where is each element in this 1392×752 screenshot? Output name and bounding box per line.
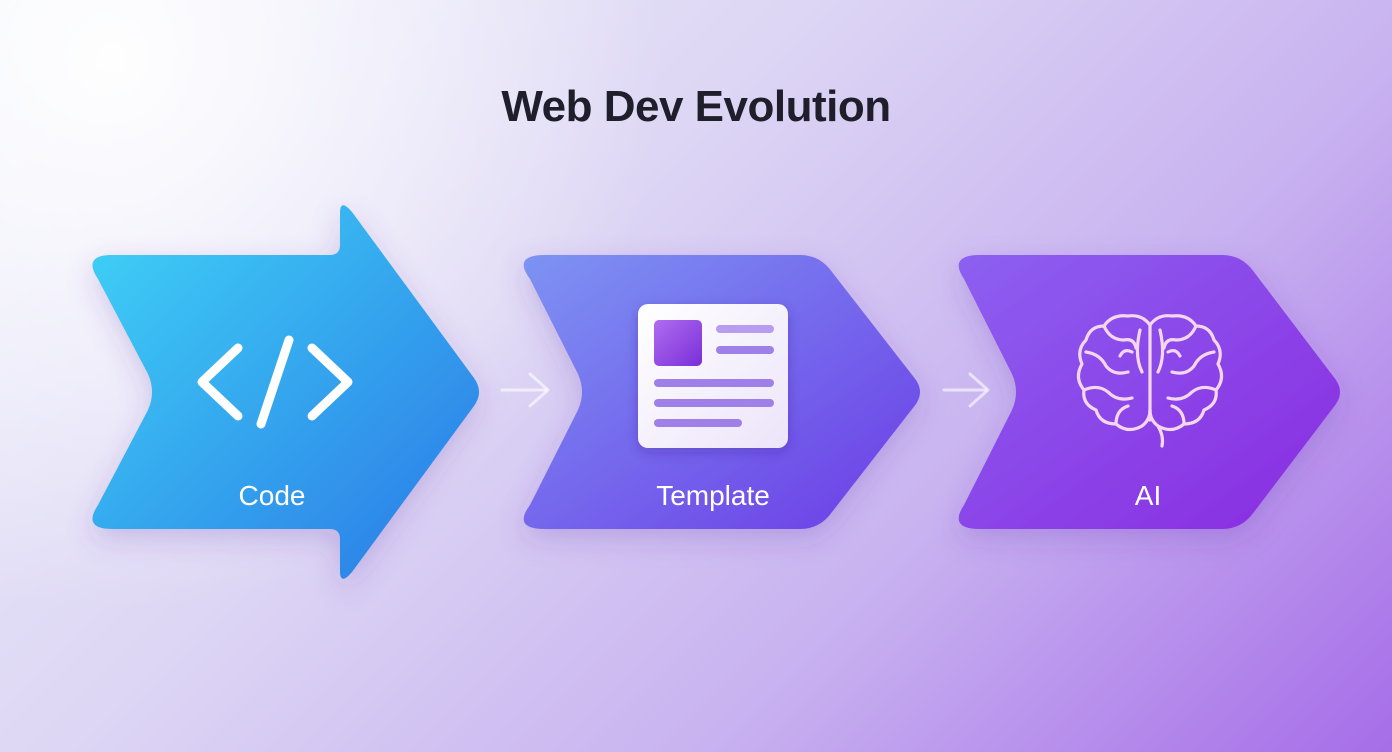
stage-ai-label: AI: [1135, 480, 1161, 511]
brain-icon: [1076, 314, 1224, 448]
stage-code: Code: [92, 205, 479, 579]
code-arrow-shape: [92, 205, 479, 579]
arrow-right-icon: [942, 372, 990, 408]
diagram-title: Web Dev Evolution: [501, 82, 891, 131]
document-template-icon: [638, 304, 788, 448]
stage-code-label: Code: [239, 480, 306, 511]
stage-template: Template: [523, 255, 920, 529]
code-brackets-icon: [197, 335, 353, 429]
stage-ai: AI: [958, 255, 1340, 529]
arrow-right-icon: [500, 372, 550, 408]
stage-template-label: Template: [656, 480, 770, 511]
